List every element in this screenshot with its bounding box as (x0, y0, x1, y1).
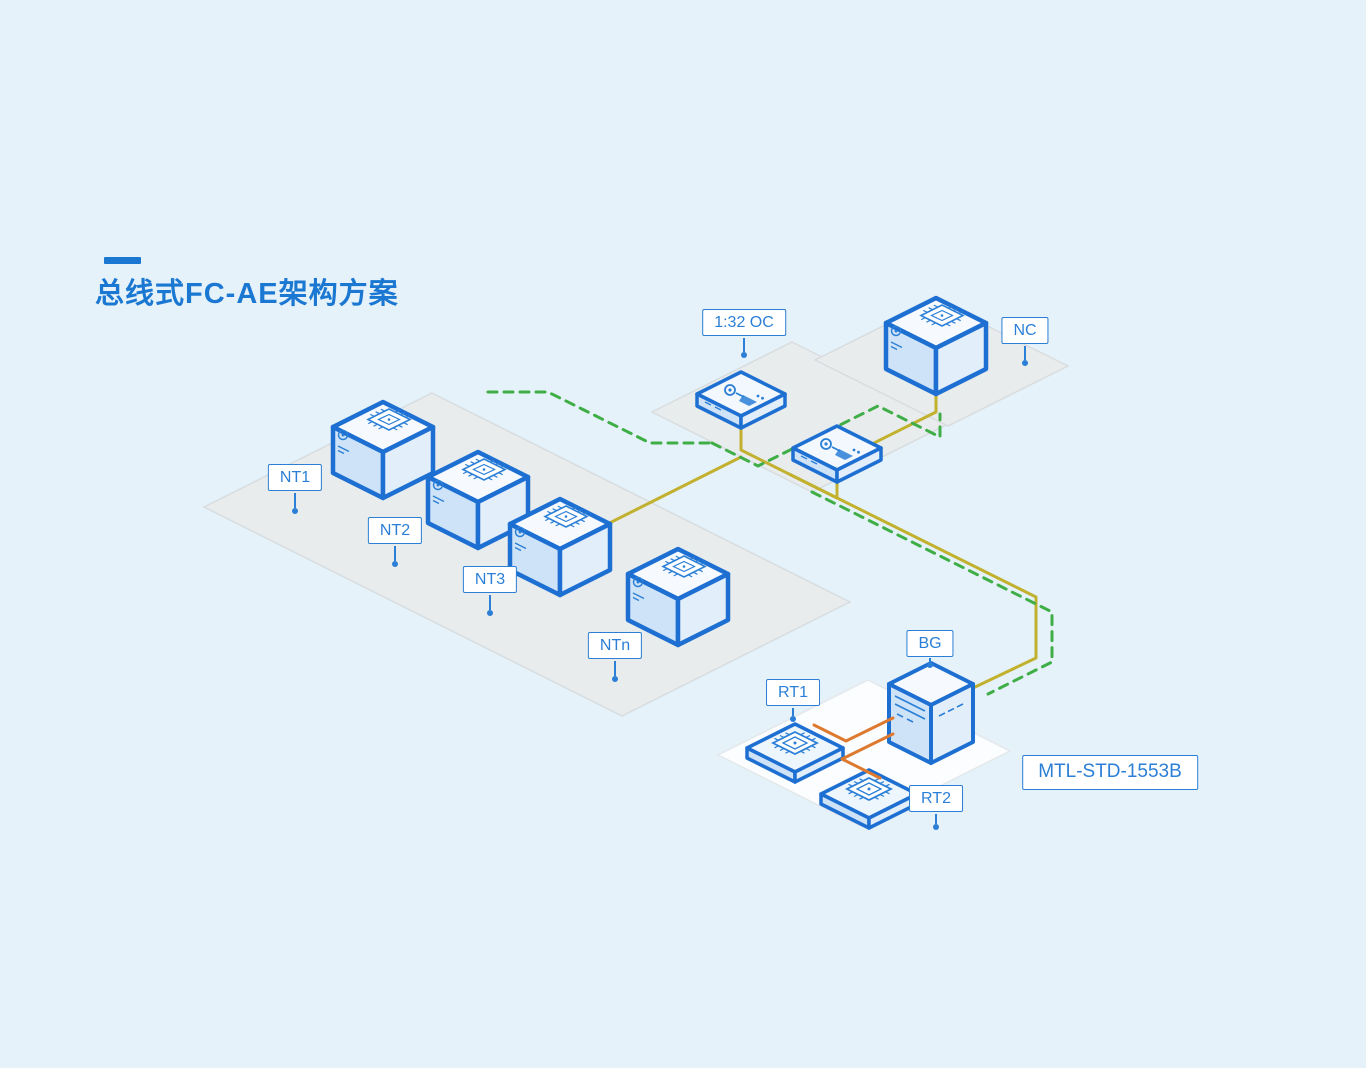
yellow-bus-main-to-bg (787, 472, 1038, 690)
nt3-label: NT3 (462, 566, 518, 594)
oc-label: 1:32 OC (702, 309, 786, 337)
bg-node (887, 661, 975, 765)
green-bus-to-nc (710, 404, 942, 468)
rt2-dot (933, 824, 939, 830)
title-accent-dash (104, 257, 141, 264)
label-stems (292, 338, 1028, 830)
nt2-label: NT2 (367, 517, 423, 545)
nc-label: NC (1001, 317, 1049, 345)
ntn-dot (612, 676, 618, 682)
nt3-dot (487, 610, 493, 616)
bg-label: BG (906, 630, 954, 658)
green-bus-to-bg (810, 490, 1054, 696)
bg-dot (927, 662, 933, 668)
nt1-dot (292, 508, 298, 514)
nt1-label: NT1 (267, 464, 323, 492)
orange-link-bg-rt1 (812, 716, 895, 743)
green-bus-left-run (486, 390, 714, 445)
bus-connections (486, 390, 1054, 696)
orange-link-bg-rt2 (840, 732, 895, 780)
page-title: 总线式FC-AE架构方案 (95, 278, 399, 310)
nc-dot (1022, 360, 1028, 366)
nt2-dot (392, 561, 398, 567)
mtl-std-1553b-label: MTL-STD-1553B (1022, 755, 1198, 790)
rt1-dot (790, 716, 796, 722)
yellow-bus-nc-drop (870, 392, 938, 446)
rt1-label: RT1 (766, 679, 820, 707)
rt2-label: RT2 (909, 785, 963, 813)
ntn-label: NTn (587, 632, 643, 660)
oc-dot (741, 352, 747, 358)
rt-links (812, 716, 895, 780)
